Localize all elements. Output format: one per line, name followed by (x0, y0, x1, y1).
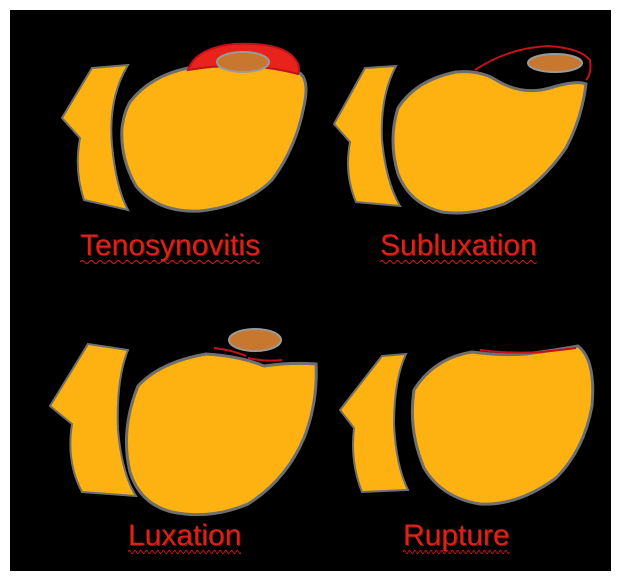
tenosynovitis-tendon (217, 52, 269, 72)
label-rupture: Rupture (403, 518, 510, 554)
luxation-side-bone (50, 344, 136, 496)
label-tenosynovitis: Tenosynovitis (80, 228, 260, 264)
luxation-main-bone (126, 354, 316, 515)
panel-tenosynovitis (62, 44, 306, 211)
spellcheck-squiggle (380, 259, 537, 265)
tendon-pathology-diagram (10, 10, 611, 571)
subluxation-side-bone (334, 66, 400, 206)
rupture-main-bone (412, 346, 592, 504)
subluxation-main-bone (393, 72, 586, 213)
panel-luxation (50, 329, 316, 515)
diagram-panel: Tenosynovitis Subluxation Luxation Ruptu… (10, 10, 611, 571)
label-luxation: Luxation (128, 518, 241, 554)
subluxation-tendon (528, 54, 582, 72)
spellcheck-squiggle (128, 549, 241, 555)
rupture-side-bone (340, 354, 408, 492)
tenosynovitis-main-bone (122, 62, 306, 211)
panel-subluxation (334, 46, 591, 213)
tenosynovitis-side-bone (62, 65, 128, 210)
label-subluxation: Subluxation (380, 228, 537, 264)
luxation-dislocated-tendon (229, 329, 281, 351)
spellcheck-squiggle (403, 549, 510, 555)
spellcheck-squiggle (80, 259, 260, 265)
panel-rupture (340, 346, 593, 504)
